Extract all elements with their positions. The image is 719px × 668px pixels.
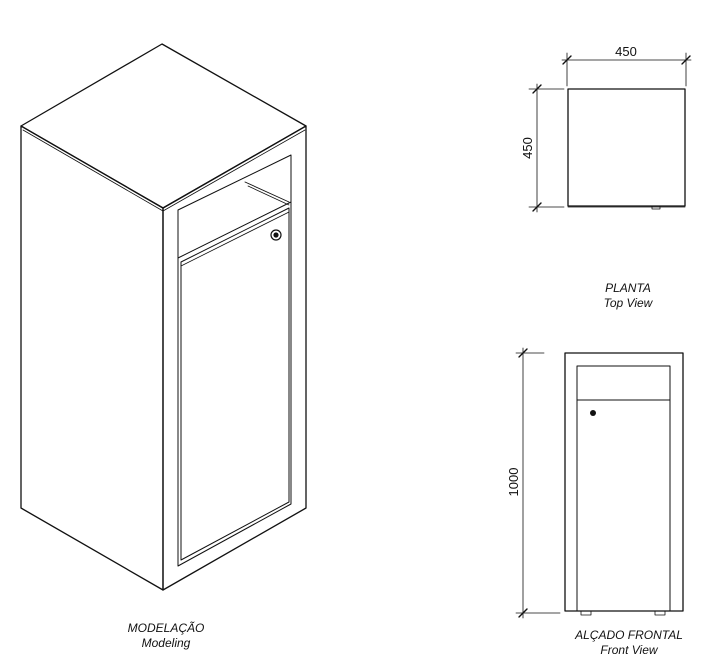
top-view-outline <box>567 88 686 207</box>
model-side-face <box>20 125 164 591</box>
front-view-lock <box>590 410 596 416</box>
top-view <box>528 52 692 213</box>
top-view-caption: PLANTA Top View <box>568 281 688 311</box>
model-top-face <box>20 43 307 209</box>
model-front-frame <box>177 154 292 567</box>
top-depth-dimension <box>528 83 565 213</box>
front-foot-left <box>580 610 592 616</box>
model-lock <box>270 229 282 241</box>
front-view-title: ALÇADO FRONTAL <box>575 628 683 642</box>
model-door <box>180 207 290 561</box>
front-foot-right <box>654 610 666 616</box>
top-depth-label: 450 <box>520 137 535 159</box>
front-view-outline <box>564 352 684 612</box>
front-view <box>515 347 684 619</box>
front-height-dimension <box>515 347 561 619</box>
isometric-model <box>20 43 307 591</box>
top-view-subtitle: Top View <box>603 296 653 310</box>
modeling-subtitle: Modeling <box>141 636 191 650</box>
front-view-caption: ALÇADO FRONTAL Front View <box>548 628 710 658</box>
top-width-label: 450 <box>615 44 637 59</box>
front-view-subtitle: Front View <box>600 643 658 657</box>
top-view-title: PLANTA <box>605 281 651 295</box>
top-width-dimension <box>561 52 692 87</box>
front-height-label: 1000 <box>506 468 521 497</box>
front-view-frame <box>576 365 671 612</box>
model-front-face <box>162 125 307 591</box>
modeling-caption: MODELAÇÃO Modeling <box>96 621 236 651</box>
modeling-title: MODELAÇÃO <box>127 621 205 635</box>
